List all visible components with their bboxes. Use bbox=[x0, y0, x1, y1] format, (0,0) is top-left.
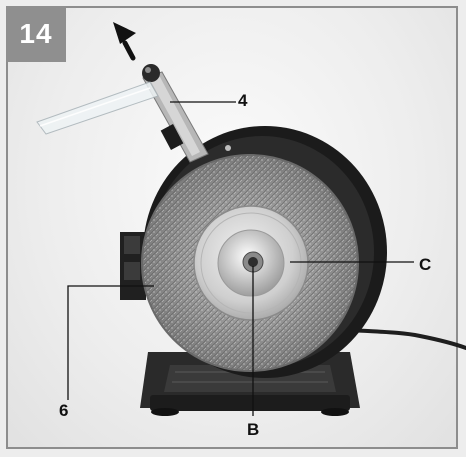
callout-label-nut: B bbox=[247, 420, 260, 439]
figure-number-badge: 14 bbox=[6, 6, 66, 62]
callout-label-flange: C bbox=[419, 255, 432, 274]
eye-shield bbox=[36, 81, 159, 135]
tool-rest-arm bbox=[142, 64, 209, 163]
callout-label-guard: 6 bbox=[59, 401, 69, 420]
callout-label-tool-rest: 4 bbox=[238, 91, 248, 110]
leader-6 bbox=[67, 285, 154, 400]
direction-arrow-icon bbox=[113, 22, 136, 61]
callout-leaders bbox=[67, 101, 414, 416]
power-cable bbox=[348, 328, 466, 350]
